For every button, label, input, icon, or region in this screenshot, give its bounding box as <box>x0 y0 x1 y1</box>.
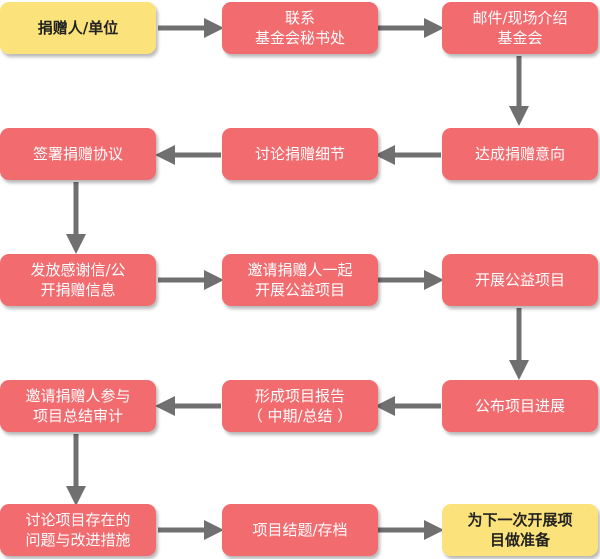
node-details: 讨论捐赠细节 <box>222 128 378 180</box>
node-progress: 公布项目进展 <box>442 380 598 432</box>
node-invite: 邀请捐赠人一起 开展公益项目 <box>222 254 378 306</box>
node-launch: 开展公益项目 <box>442 254 598 306</box>
node-thanks: 发放感谢信/公 开捐赠信息 <box>0 254 156 306</box>
node-contact: 联系 基金会秘书处 <box>222 2 378 54</box>
node-audit: 邀请捐赠人参与 项目总结审计 <box>0 380 156 432</box>
node-intent: 达成捐赠意向 <box>442 128 598 180</box>
node-report: 形成项目报告 （ 中期/总结 ） <box>222 380 378 432</box>
node-archive: 项目结题/存档 <box>222 504 378 556</box>
node-donor: 捐赠人/单位 <box>0 2 156 54</box>
node-prepare: 为下一次开展项 目做准备 <box>442 504 598 556</box>
node-sign: 签署捐赠协议 <box>0 128 156 180</box>
node-discuss: 讨论项目存在的 问题与改进措施 <box>0 504 156 556</box>
node-introduce: 邮件/现场介绍 基金会 <box>442 2 598 54</box>
